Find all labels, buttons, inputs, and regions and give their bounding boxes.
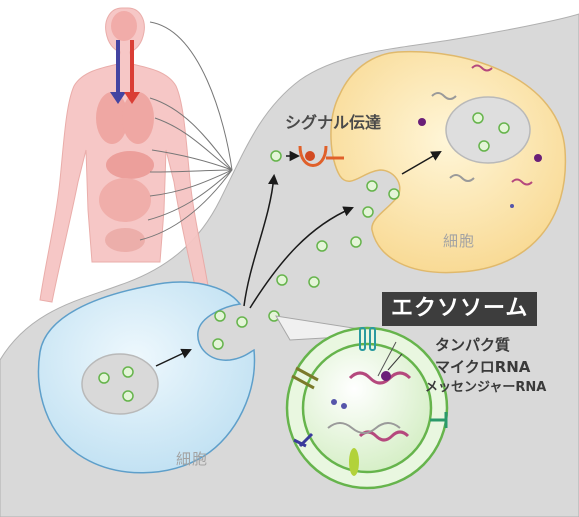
exosome-title: エクソソーム xyxy=(382,292,538,326)
exosome-detail xyxy=(285,326,449,490)
source-endosome xyxy=(81,353,159,415)
vesicles xyxy=(98,112,510,402)
cell-left-label: 細胞 xyxy=(176,450,209,468)
recipient-endosome xyxy=(445,96,531,164)
transport-arrows xyxy=(155,150,442,367)
exosome-pointers xyxy=(377,341,397,377)
source-cell xyxy=(37,281,256,474)
signal-label: シグナル伝達 xyxy=(285,113,382,132)
cell-right-label: 細胞 xyxy=(443,232,476,250)
mrna-label: メッセンジャーRNA xyxy=(425,380,547,395)
recipient-cell xyxy=(330,50,567,274)
protein-label: タンパク質 xyxy=(435,336,511,354)
microrna-label: マイクロRNA xyxy=(435,358,531,376)
connector-lines xyxy=(139,21,233,241)
human-body-icon xyxy=(39,7,211,303)
signal-receptor-icon xyxy=(298,145,344,167)
